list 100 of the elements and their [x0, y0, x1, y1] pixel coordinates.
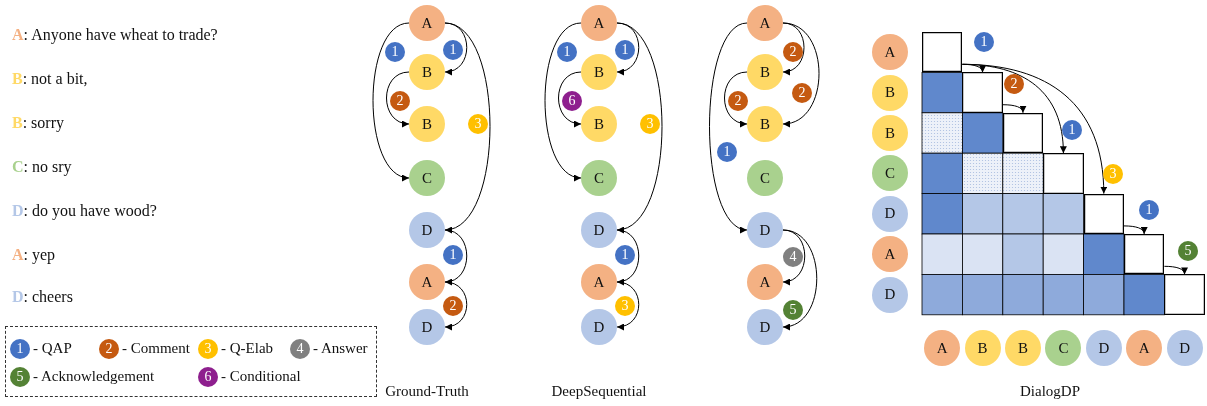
edge-label: 1	[1062, 120, 1082, 140]
panel-caption: Ground-Truth	[384, 383, 470, 400]
edge-label: 2	[390, 91, 410, 111]
speaker-circle: A	[409, 264, 445, 300]
edge-label: 5	[783, 300, 803, 320]
edge-label: 6	[562, 91, 582, 111]
speaker-circle: A	[872, 236, 908, 273]
matrix-diagonal-cell	[1164, 274, 1205, 315]
arrow	[782, 22, 820, 127]
dialogue-line: C: no sry	[12, 158, 72, 176]
speaker-circle: A	[747, 264, 783, 300]
edge-label: 1	[385, 42, 405, 62]
speaker-circle: A	[747, 5, 783, 41]
arrow	[782, 229, 818, 330]
arrow	[616, 22, 640, 75]
speaker-circle: A	[581, 5, 617, 41]
legend-swatch: 4	[290, 339, 310, 359]
arrow	[616, 281, 640, 330]
speaker-circle: D	[409, 309, 445, 345]
speaker-circle: B	[872, 115, 908, 151]
dialogue-line: A: yep	[12, 246, 56, 264]
edge-label: 3	[615, 296, 635, 316]
legend-swatch: 1	[10, 339, 30, 359]
speaker-circle: B	[964, 330, 1001, 366]
legend-text: - Comment	[122, 340, 190, 357]
speaker-circle: D	[1085, 330, 1122, 366]
edge-label: 2	[783, 42, 803, 62]
speaker-circle: B	[581, 54, 617, 90]
legend-text: - Conditional	[221, 368, 301, 385]
arrow	[386, 71, 410, 127]
matrix-diagonal-cell	[922, 32, 963, 73]
edge-label: 5	[1178, 241, 1198, 261]
speaker-circle: C	[1045, 330, 1082, 366]
speaker-circle: A	[409, 5, 445, 41]
speaker-circle: D	[747, 309, 783, 345]
matrix-diagonal-cell	[1083, 193, 1124, 234]
dialogue-line: D: cheers	[12, 288, 73, 306]
speaker-circle: D	[409, 212, 445, 248]
arrow	[724, 71, 748, 127]
arrow	[1163, 265, 1188, 275]
speaker-circle: B	[581, 106, 617, 142]
speaker-circle: C	[872, 155, 908, 192]
arrow	[1123, 225, 1147, 235]
dialogue-line: B: not a bit,	[12, 70, 88, 88]
legend-text: - QAP	[33, 340, 72, 357]
legend-text: - Q-Elab	[221, 340, 274, 357]
speaker-circle: D	[747, 212, 783, 248]
panel-caption: DialogDP	[1019, 383, 1081, 400]
arrow	[372, 22, 410, 180]
speaker-circle: B	[747, 54, 783, 90]
arrow	[782, 229, 806, 285]
speaker-circle: A	[1126, 330, 1163, 366]
speaker-circle: B	[1005, 330, 1041, 366]
edge-label: 1	[557, 42, 577, 62]
legend-text: - Answer	[313, 340, 368, 357]
speaker-circle: D	[872, 276, 908, 313]
speaker-circle: D	[872, 195, 908, 232]
edge-label: 4	[783, 247, 803, 267]
speaker-circle: B	[409, 54, 445, 90]
arrow	[961, 63, 1107, 195]
speaker-circle: A	[581, 264, 617, 300]
speaker-circle: C	[747, 160, 783, 196]
speaker-circle: C	[409, 160, 445, 196]
speaker-circle: B	[747, 106, 783, 142]
arrow	[444, 22, 468, 75]
edge-label: 1	[615, 40, 635, 60]
arrow	[444, 229, 468, 285]
arrow	[782, 22, 805, 75]
speaker-circle: C	[581, 160, 617, 196]
arrow	[544, 22, 582, 180]
speaker-circle: B	[872, 74, 908, 111]
matrix-diagonal-cell	[1002, 112, 1044, 154]
edge-label: 3	[640, 114, 660, 134]
legend-swatch: 3	[198, 339, 218, 359]
edge-label: 1	[443, 40, 463, 60]
matrix-diagonal-cell	[1043, 153, 1084, 194]
arrow	[444, 22, 491, 232]
panel-caption: DeepSequential	[550, 383, 648, 400]
arrow	[1002, 104, 1026, 114]
edge-label: 2	[443, 296, 463, 316]
edge-label: 1	[717, 142, 737, 162]
edge-label: 2	[1004, 74, 1024, 94]
legend-swatch: 5	[10, 367, 30, 387]
edge-label: 3	[468, 114, 488, 134]
matrix-diagonal-cell	[1124, 234, 1165, 275]
arrow	[558, 71, 582, 127]
matrix-diagonal-cell	[962, 72, 1003, 113]
arrow	[444, 281, 468, 330]
speaker-circle: A	[872, 34, 908, 71]
dialogue-line: B: sorry	[12, 114, 64, 132]
speaker-circle: D	[581, 309, 617, 345]
legend-swatch: 2	[99, 339, 119, 359]
arrow	[616, 229, 640, 285]
edge-label: 1	[615, 245, 635, 265]
speaker-circle: D	[1166, 330, 1203, 366]
dialogue-line: A: Anyone have wheat to trade?	[12, 26, 218, 44]
edge-label: 3	[1103, 164, 1123, 184]
arrow	[616, 22, 663, 232]
edge-label: 2	[728, 91, 748, 111]
speaker-circle: D	[581, 212, 617, 248]
